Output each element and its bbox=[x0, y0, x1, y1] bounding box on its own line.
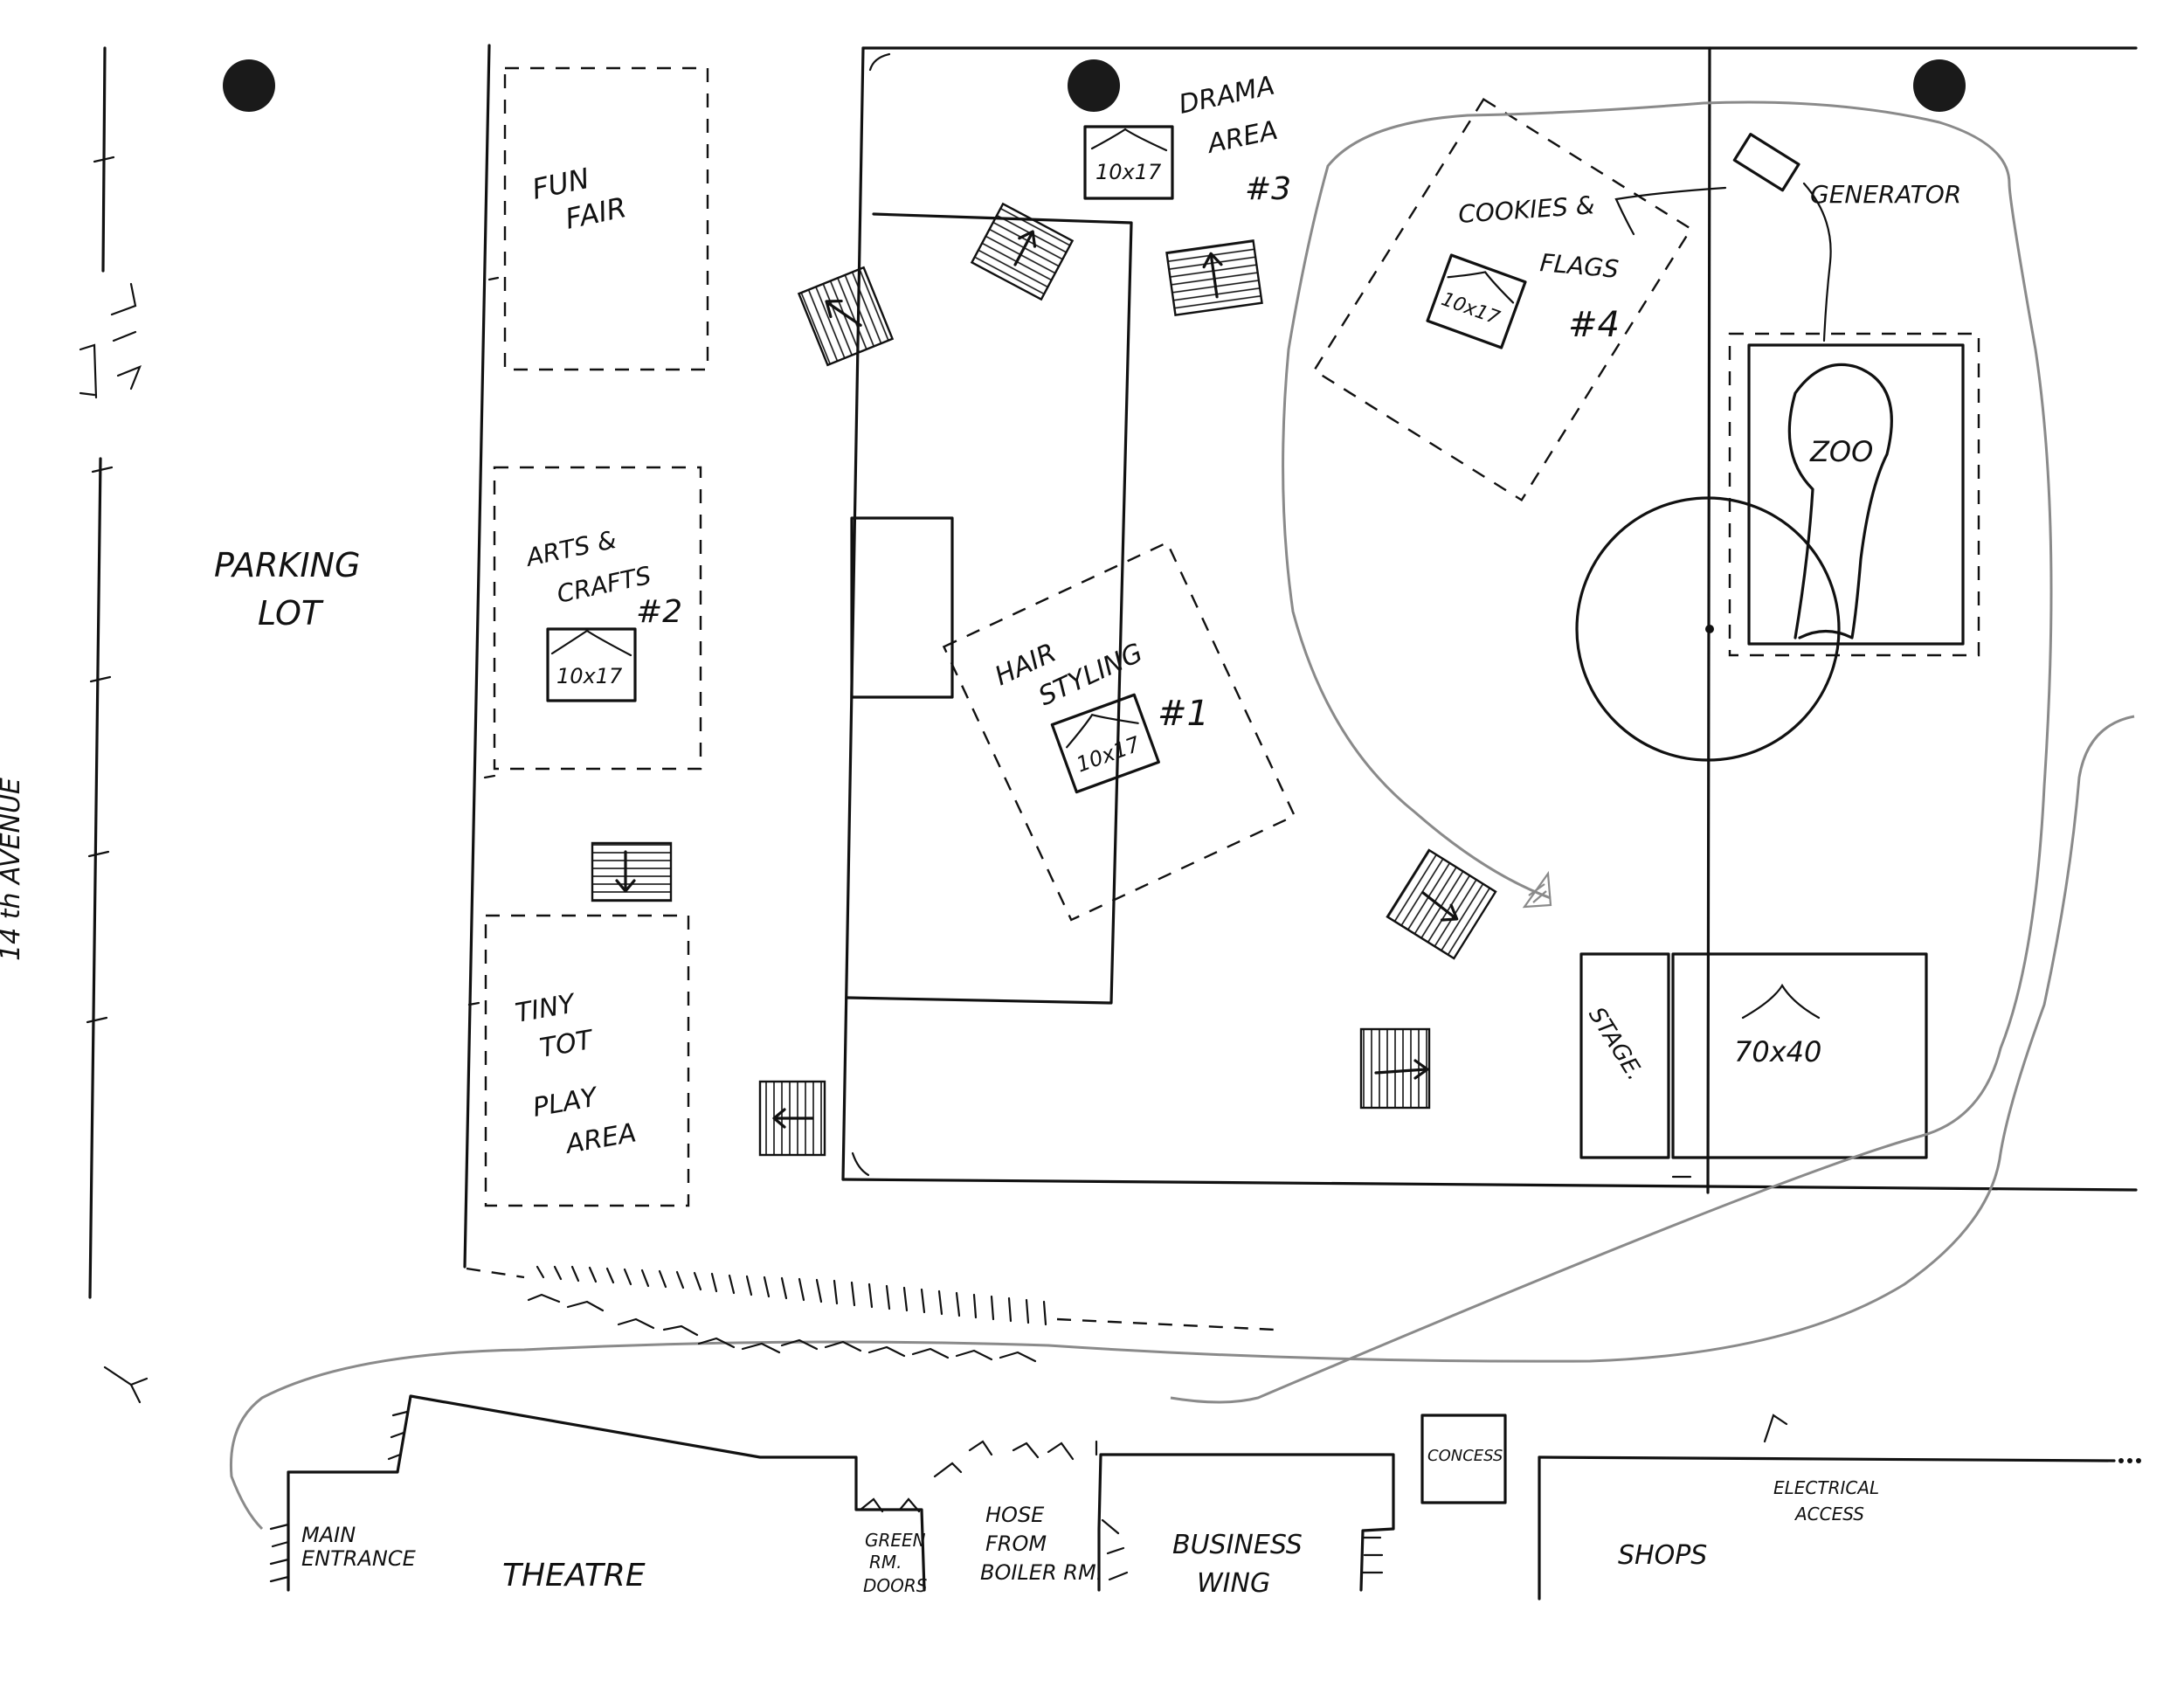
green-room-label-2: RM. bbox=[869, 1552, 902, 1573]
ramp-topleft bbox=[797, 266, 895, 367]
avenue-line bbox=[79, 46, 149, 1404]
green-room-label-1: GREEN bbox=[865, 1530, 926, 1551]
business-label-1: BUSINESS bbox=[1172, 1530, 1303, 1560]
main-entrance-label-2: ENTRANCE bbox=[301, 1546, 417, 1571]
arts-crafts-number: #2 bbox=[636, 594, 682, 630]
tent-cookies-size: 10x17 bbox=[1438, 288, 1502, 329]
hose-label-1: HOSE bbox=[985, 1503, 1045, 1527]
punch-hole-3 bbox=[1913, 59, 1966, 112]
business-label-2: WING bbox=[1197, 1568, 1270, 1599]
generator-cable bbox=[1802, 182, 1832, 342]
hose-label-2: FROM bbox=[985, 1531, 1047, 1556]
bench-marks bbox=[527, 1293, 1037, 1363]
hair-styling-zone bbox=[942, 541, 1296, 922]
hose-label-3: BOILER RM. bbox=[980, 1560, 1102, 1585]
tent-drama-size: 10x17 bbox=[1095, 160, 1162, 184]
green-room-label-3: DOORS bbox=[863, 1575, 928, 1596]
tiny-tot-zone bbox=[484, 914, 690, 1207]
punch-hole-1 bbox=[223, 59, 275, 112]
cookies-number: #4 bbox=[1568, 305, 1620, 345]
ramp-arrow-left bbox=[758, 1080, 826, 1157]
parking-label-2: LOT bbox=[258, 594, 324, 633]
drama-label-2: AREA bbox=[1203, 115, 1280, 160]
route-arrow bbox=[1522, 870, 1552, 909]
center-circle bbox=[1575, 496, 1841, 762]
walking-route bbox=[1170, 100, 2053, 1404]
tent-cookies: 10x17 bbox=[1426, 253, 1527, 349]
center-spot bbox=[1705, 625, 1714, 633]
generator-box bbox=[1732, 133, 1800, 192]
ramp-top bbox=[970, 202, 1075, 301]
concession-label: CONCESS. bbox=[1427, 1447, 1508, 1465]
arts-crafts-label-1: ARTS & bbox=[522, 525, 619, 572]
drama-label-1: DRAMA bbox=[1176, 71, 1277, 121]
barrier-marks bbox=[536, 1265, 1047, 1326]
ramp-bottom bbox=[1359, 1027, 1431, 1110]
cookies-label-1: COOKIES & bbox=[1457, 190, 1595, 229]
theatre-label: THEATRE bbox=[502, 1558, 646, 1594]
zoo-label: ZOO bbox=[1809, 435, 1873, 468]
walking-route-right bbox=[229, 715, 2135, 1531]
tiny-tot-label-1: TINY bbox=[513, 988, 579, 1029]
drama-number: #3 bbox=[1245, 171, 1291, 207]
barrier-dash-line bbox=[1056, 1317, 1276, 1331]
cookies-label-2: FLAGS bbox=[1538, 248, 1620, 284]
electrical-label-1: ELECTRICAL bbox=[1773, 1477, 1879, 1498]
cookies-flags-zone bbox=[1312, 97, 1693, 502]
ramp-drama bbox=[1165, 239, 1263, 316]
generator-line-left bbox=[1614, 186, 1727, 236]
ramp-arrow-down bbox=[591, 841, 673, 902]
stage bbox=[1579, 952, 1928, 1159]
tent-arts-crafts: 10x17 bbox=[546, 627, 637, 702]
tiny-tot-label-2: TOT bbox=[537, 1024, 597, 1063]
stage-tent-size: 70x40 bbox=[1734, 1035, 1821, 1068]
ramp-bottom-right bbox=[1386, 848, 1497, 960]
zoo-enclosure bbox=[1728, 332, 1980, 657]
generator-label: GENERATOR bbox=[1810, 180, 1961, 209]
punch-hole-2 bbox=[1068, 59, 1120, 112]
tent-drama: 10x17 bbox=[1083, 125, 1174, 200]
electrical-label-2: ACCESS bbox=[1794, 1504, 1864, 1525]
avenue-label: 14 th AVENUE bbox=[0, 778, 26, 961]
left-strip-line bbox=[463, 44, 525, 1279]
fun-fair-zone bbox=[503, 66, 709, 371]
shops-label: SHOPS bbox=[1618, 1540, 1707, 1571]
hair-number: #1 bbox=[1158, 694, 1209, 734]
tiny-tot-label-4: AREA bbox=[562, 1117, 639, 1160]
school-building bbox=[269, 1394, 2141, 1601]
arts-crafts-zone bbox=[493, 466, 702, 771]
tent-arts-crafts-size: 10x17 bbox=[556, 664, 623, 688]
stage-label: STAGE. bbox=[1583, 1003, 1648, 1085]
main-entrance-label-1: MAIN bbox=[301, 1523, 356, 1547]
tent-hair: 10x17 bbox=[1050, 693, 1160, 794]
parking-label-1: PARKING bbox=[214, 546, 360, 584]
tiny-tot-label-3: PLAY bbox=[530, 1082, 601, 1124]
